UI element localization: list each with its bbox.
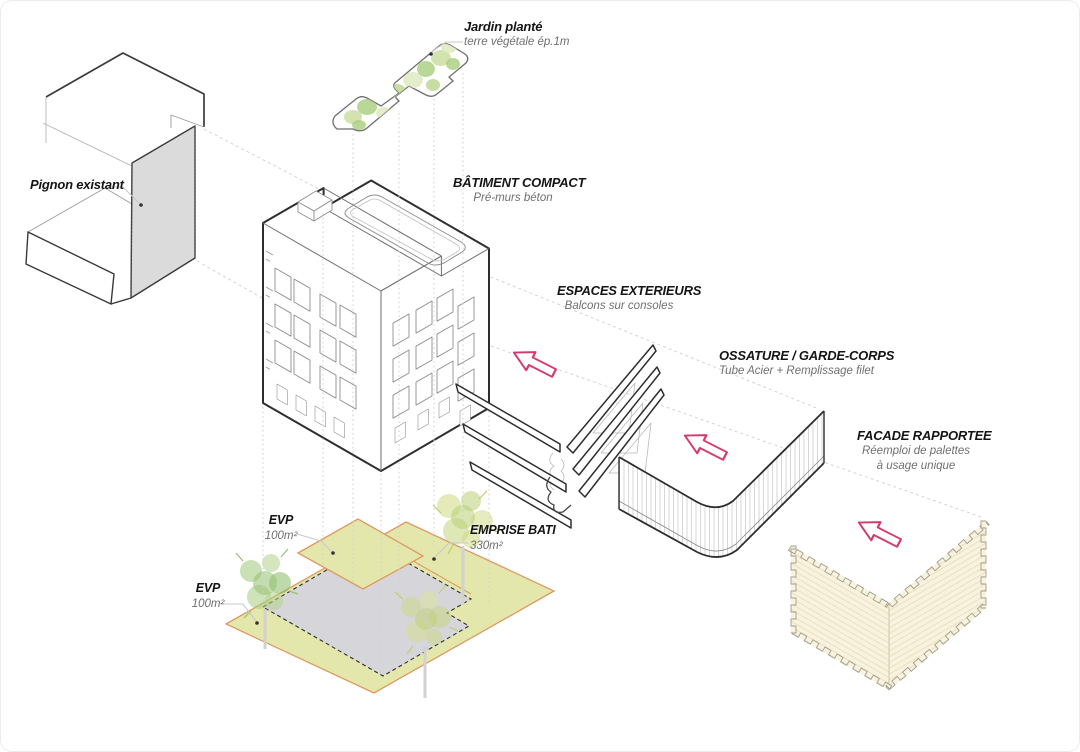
label-title: FACADE RAPPORTEE <box>857 428 992 443</box>
facade-crenellated-edge <box>787 545 890 608</box>
explode-arrow <box>853 512 905 554</box>
label-espaces-exterieurs: ESPACES EXTERIEURS Balcons sur consoles <box>557 283 702 314</box>
facade-crenellated-edge <box>980 520 987 609</box>
label-subtitle: Réemploi de palettes <box>861 445 971 458</box>
label-title: EMPRISE BATI <box>470 523 556 537</box>
gable-wall <box>130 125 196 299</box>
label-emprise-bati: EMPRISE BATI 330m² <box>470 523 556 553</box>
label-batiment-compact: BÂTIMENT COMPACT Pré-murs béton <box>453 175 586 206</box>
ground-plane <box>224 490 556 698</box>
evp-zone-north <box>296 518 425 590</box>
compact-building <box>262 179 490 472</box>
label-value: 100m² <box>191 597 225 610</box>
label-evp-north: EVP 100m² <box>259 513 303 543</box>
tree <box>235 548 299 619</box>
label-title: EVP <box>268 513 294 527</box>
label-pignon-existant: Pignon existant <box>30 177 124 193</box>
label-facade-rapportee: FACADE RAPPORTEE Réemploi de palettes à … <box>857 428 992 473</box>
tree <box>432 490 499 555</box>
leader-dots <box>139 52 436 625</box>
label-title: BÂTIMENT COMPACT <box>453 175 586 190</box>
label-title: OSSATURE / GARDE-CORPS <box>719 348 895 363</box>
garde-corps <box>618 410 825 558</box>
label-title: EVP <box>195 581 221 595</box>
explosion-guide-lines <box>196 128 985 519</box>
explode-arrow <box>508 342 560 384</box>
planted-garden-plate <box>332 43 469 132</box>
existing-building <box>25 52 205 305</box>
label-subtitle: à usage unique <box>876 459 956 472</box>
label-value: 330m² <box>470 539 503 552</box>
facade-teeth-layer <box>787 520 990 691</box>
projection-lines <box>262 73 490 667</box>
facade-crenellated-edge <box>790 628 893 691</box>
label-evp-west: EVP 100m² <box>186 581 230 611</box>
label-title: ESPACES EXTERIEURS <box>557 283 702 298</box>
label-subtitle: terre végétale ép.1m <box>464 36 570 49</box>
label-title: Jardin planté <box>464 19 543 34</box>
label-subtitle: Balcons sur consoles <box>564 300 674 313</box>
tree <box>394 584 459 655</box>
facade-crenellated-edge <box>790 545 797 634</box>
label-ossature-garde-corps: OSSATURE / GARDE-CORPS Tube Acier + Remp… <box>719 348 895 379</box>
label-subtitle: Pré-murs béton <box>473 192 553 205</box>
leader-lines <box>107 41 468 622</box>
explode-arrow <box>679 425 731 467</box>
label-jardin-plante: Jardin planté terre végétale ép.1m <box>464 19 569 50</box>
tree-trunks <box>263 546 465 698</box>
facade-crenellated-edge <box>885 603 987 691</box>
label-subtitle: Tube Acier + Remplissage filet <box>719 365 874 378</box>
label-value: 100m² <box>264 529 298 542</box>
balconies-assembly <box>455 344 665 529</box>
label-title: Pignon existant <box>30 177 124 192</box>
facade-crenellated-edge <box>888 520 990 608</box>
